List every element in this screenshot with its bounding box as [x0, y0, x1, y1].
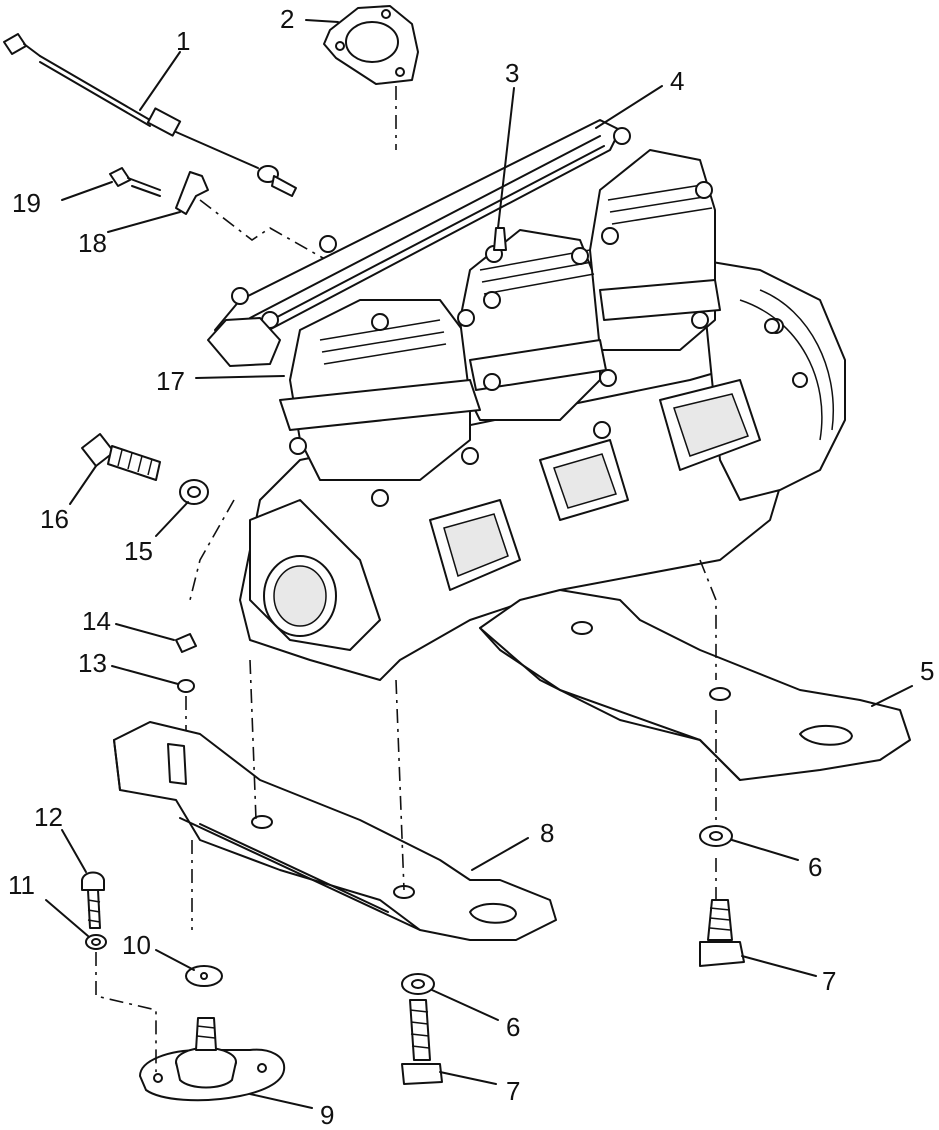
callout-5: 5 [920, 656, 934, 686]
callout-12: 12 [34, 802, 63, 832]
leader-16 [69, 465, 97, 505]
callout-10: 10 [122, 930, 151, 960]
leader-17 [195, 375, 285, 379]
callout-2: 2 [280, 4, 294, 34]
leader-5 [871, 685, 913, 707]
callout-7-left: 7 [506, 1076, 520, 1106]
leader-7a [741, 955, 817, 977]
part-6-washer-left [401, 973, 435, 995]
leader-lines [45, 19, 913, 1109]
leader-19 [61, 181, 113, 201]
leader-2 [305, 19, 339, 23]
leader-14 [115, 623, 175, 641]
callout-16: 16 [40, 504, 69, 534]
callout-11: 11 [8, 870, 35, 900]
callout-3: 3 [505, 58, 519, 88]
leader-3 [497, 87, 515, 229]
callout-7-right: 7 [822, 966, 836, 996]
leader-8 [471, 837, 529, 871]
part-16-bolt [81, 433, 161, 481]
leader-9 [249, 1093, 313, 1109]
part-1-sensor-cable [3, 33, 297, 197]
leader-4 [595, 85, 663, 129]
leader-1 [139, 51, 181, 111]
engine-block [214, 119, 846, 681]
part-7-bolt-right [699, 858, 745, 967]
callout-18: 18 [78, 228, 107, 258]
part-17-head-end [189, 317, 281, 601]
callout-6-right: 6 [808, 852, 822, 882]
part-12-screw [81, 871, 105, 929]
callout-14: 14 [82, 606, 111, 636]
part-9-rubber-mount [95, 952, 286, 1102]
part-8-mount-bracket [113, 659, 557, 941]
leader-6a [731, 839, 799, 861]
callout-8: 8 [540, 818, 554, 848]
leader-12 [61, 829, 87, 873]
leader-10 [155, 949, 195, 971]
leader-7b [439, 1071, 497, 1085]
part-19-sensor [109, 167, 161, 197]
part-2-gasket [323, 5, 419, 150]
part-6-washer-right [699, 825, 733, 847]
callout-4: 4 [670, 66, 684, 96]
callout-1: 1 [176, 26, 190, 56]
part-15-washer [179, 479, 209, 505]
callout-15: 15 [124, 536, 153, 566]
leader-15 [155, 501, 189, 537]
callout-9: 9 [320, 1100, 334, 1130]
part-5-mount-bracket [479, 559, 911, 820]
leader-11 [45, 899, 89, 937]
part-11-washer [85, 934, 107, 950]
leader-6b [431, 989, 499, 1021]
callout-labels: 1 2 3 4 5 6 6 7 7 8 9 10 11 12 13 14 15 … [8, 4, 934, 1130]
callout-13: 13 [78, 648, 107, 678]
callout-19: 19 [12, 188, 41, 218]
callout-17: 17 [156, 366, 185, 396]
part-10-washer [185, 965, 223, 987]
part-18-clip [175, 171, 331, 263]
part-13-washer [177, 679, 195, 693]
leader-13 [111, 665, 179, 685]
part-7-bolt-left [401, 999, 443, 1085]
leader-18 [107, 211, 181, 233]
part-14-nut [175, 633, 197, 653]
callout-6-left: 6 [506, 1012, 520, 1042]
